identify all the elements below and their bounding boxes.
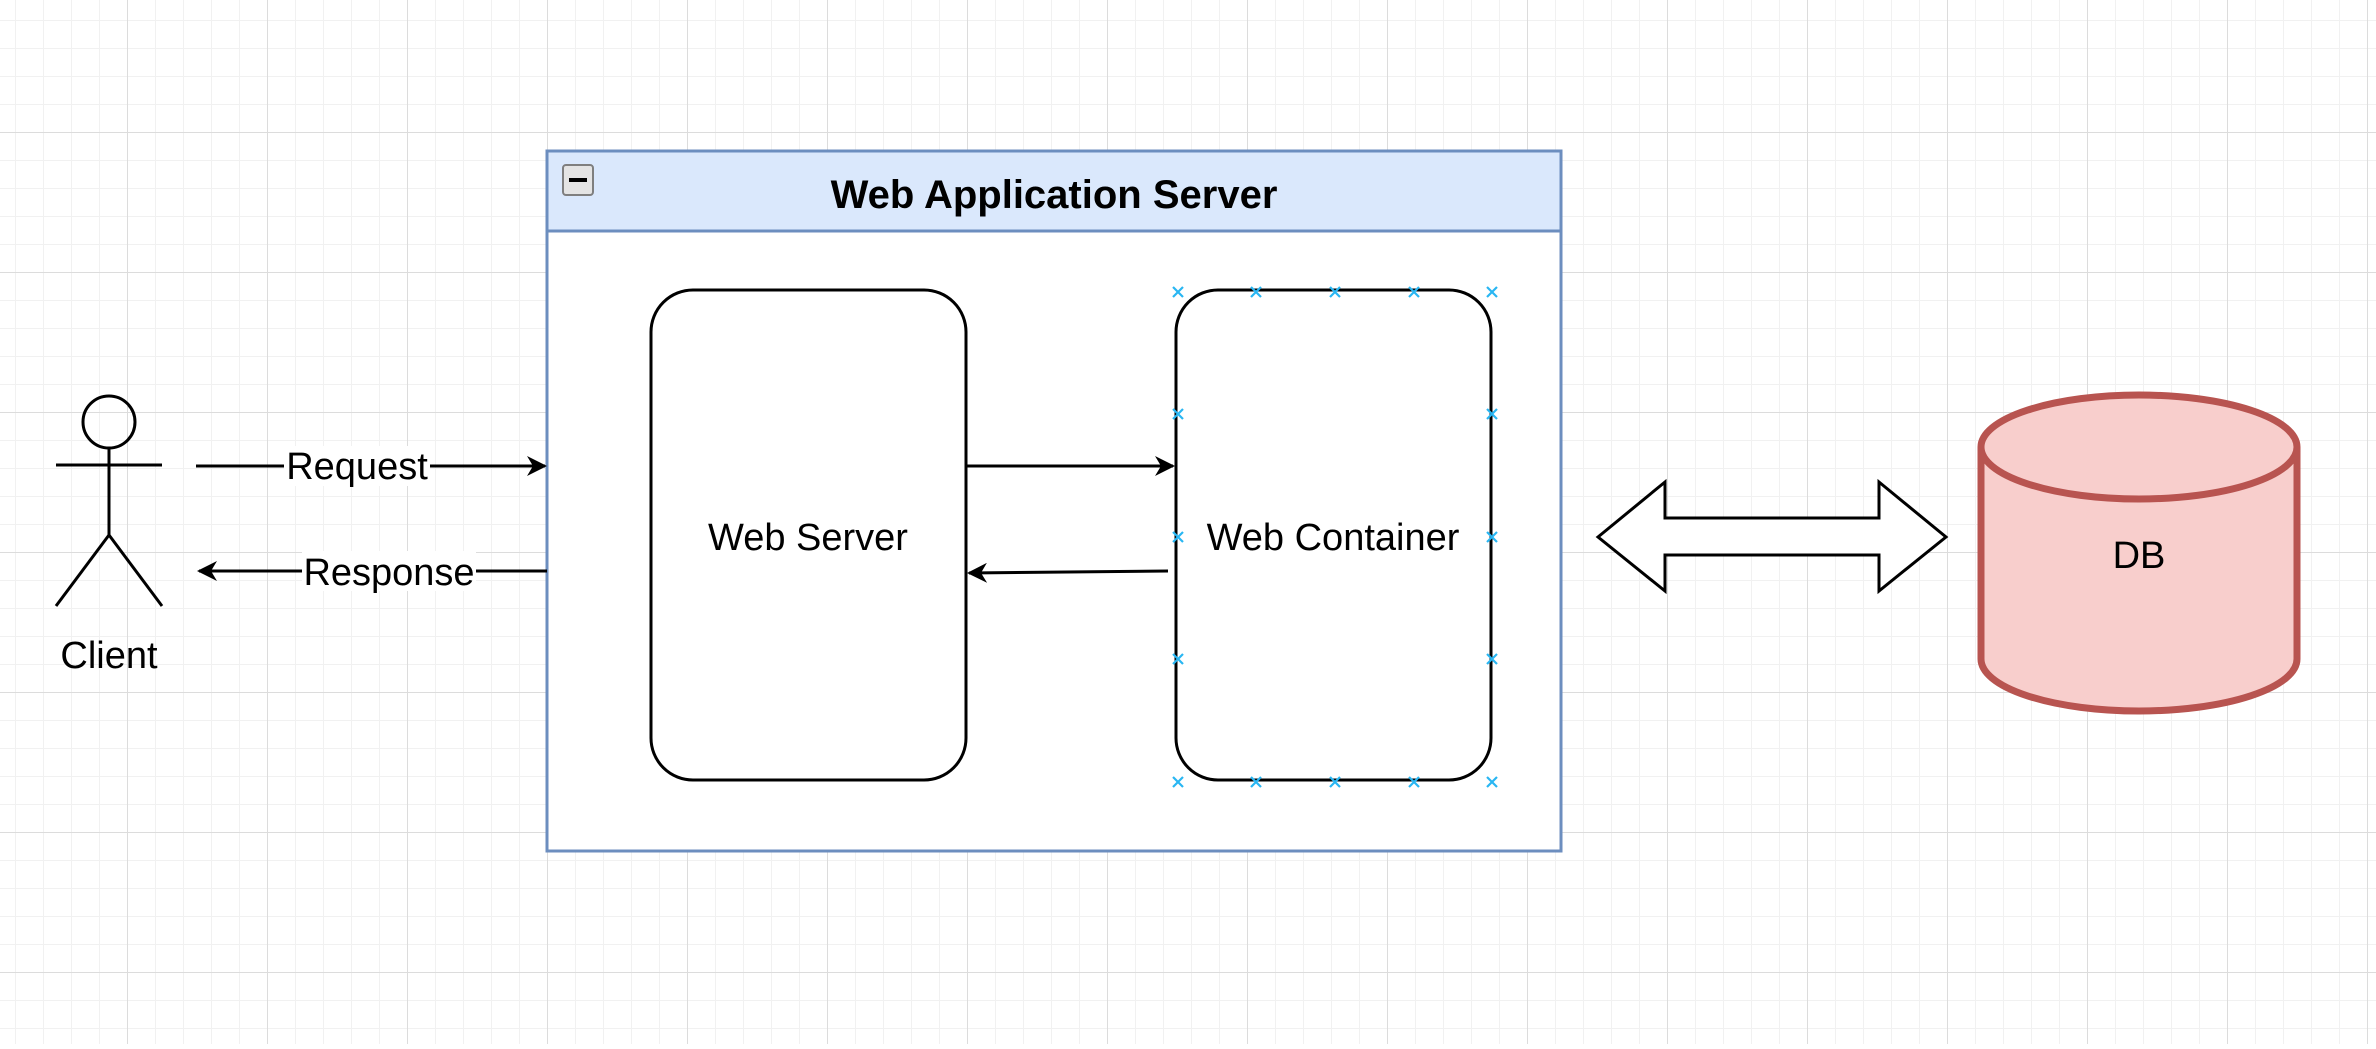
actor-icon	[54, 394, 164, 607]
resize-handle[interactable]	[1486, 531, 1498, 543]
client-actor[interactable]: Client	[54, 394, 164, 677]
selection-handles[interactable]	[1172, 286, 1498, 788]
resize-handle[interactable]	[1486, 286, 1498, 298]
request-label: Request	[286, 446, 428, 488]
web-server-node[interactable]: Web Server	[649, 288, 968, 782]
client-label: Client	[60, 635, 158, 677]
db-label: DB	[2113, 535, 2166, 577]
web-container-label: Web Container	[1207, 517, 1460, 559]
resize-handle[interactable]	[1486, 653, 1498, 665]
resize-handle[interactable]	[1329, 286, 1341, 298]
container-title: Web Application Server	[831, 173, 1278, 217]
response-edge[interactable]: Response	[197, 551, 547, 594]
web-container-node[interactable]: Web Container	[1174, 288, 1493, 782]
resize-handle[interactable]	[1486, 408, 1498, 420]
resize-handle[interactable]	[1172, 286, 1184, 298]
resize-handle[interactable]	[1250, 776, 1262, 788]
resize-handle[interactable]	[1172, 653, 1184, 665]
container-header[interactable]	[545, 149, 1563, 233]
resize-handle[interactable]	[1408, 776, 1420, 788]
container-to-server-edge[interactable]	[967, 562, 1169, 583]
request-edge[interactable]: Request	[196, 446, 547, 488]
resize-handle[interactable]	[1486, 776, 1498, 788]
response-label: Response	[303, 552, 474, 594]
resize-handle[interactable]	[1250, 286, 1262, 298]
minus-icon[interactable]	[562, 164, 594, 196]
resize-handle[interactable]	[1329, 776, 1341, 788]
resize-handle[interactable]	[1172, 408, 1184, 420]
resize-handle[interactable]	[1408, 286, 1420, 298]
web-server-label: Web Server	[708, 517, 908, 559]
resize-handle[interactable]	[1172, 531, 1184, 543]
db-cylinder[interactable]: DB	[1977, 391, 2301, 715]
resize-handle[interactable]	[1172, 776, 1184, 788]
double-arrow-connector[interactable]	[1595, 478, 1949, 595]
